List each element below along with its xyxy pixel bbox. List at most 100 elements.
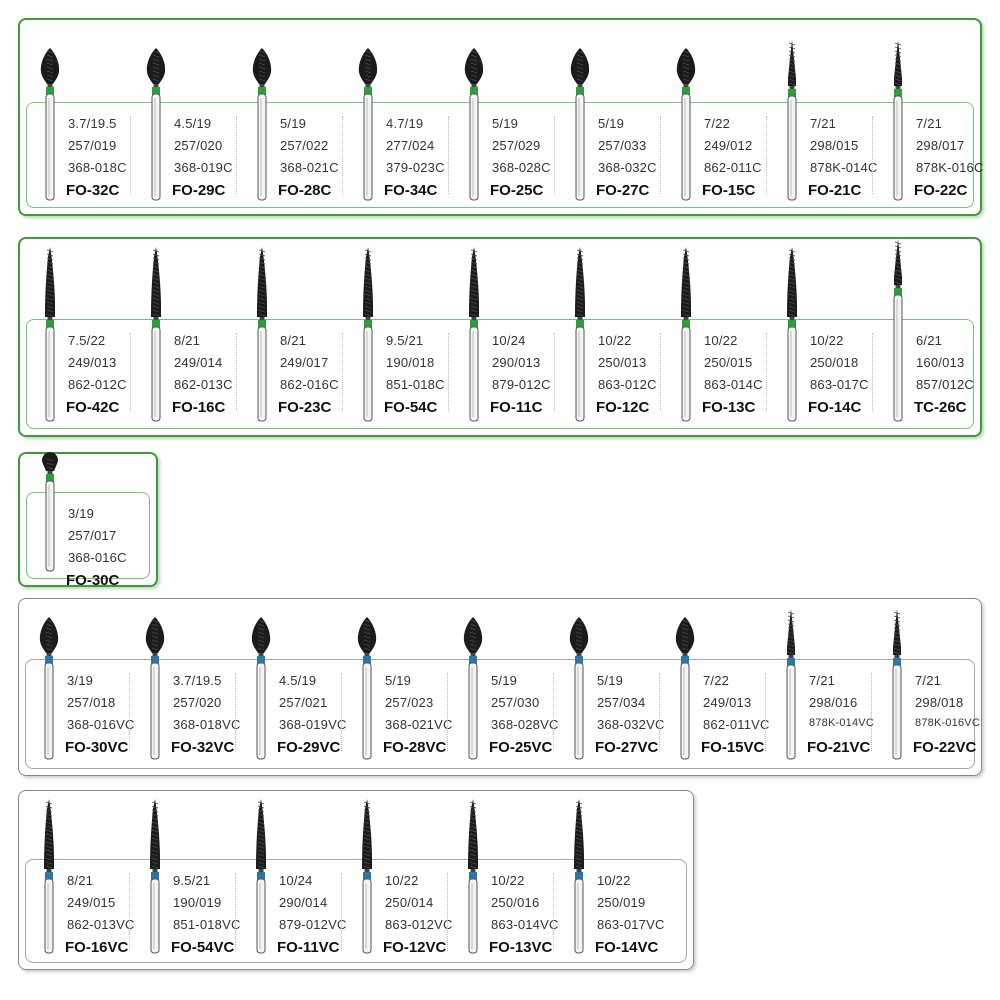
color-band xyxy=(681,656,689,664)
color-band xyxy=(575,656,583,664)
diamond-head xyxy=(468,799,478,869)
spec-iso: 249/014 xyxy=(174,355,223,370)
spec-iso: 249/012 xyxy=(704,138,753,153)
spec-ref: 862-013C xyxy=(174,377,233,392)
spec-ref: 862-011VC xyxy=(703,717,770,732)
shank xyxy=(575,326,585,422)
column-divider xyxy=(660,333,661,411)
label-strip xyxy=(26,492,150,579)
column-divider xyxy=(129,673,130,751)
diamond-head xyxy=(40,48,60,84)
color-band xyxy=(788,320,796,328)
spec-ref: 879-012C xyxy=(492,377,551,392)
spec-ref: 878K-014C xyxy=(810,160,878,175)
diamond-head xyxy=(675,617,695,653)
spec-iso: 190/018 xyxy=(386,355,435,370)
product-code: FO-29VC xyxy=(277,739,341,756)
bur-taper-icon xyxy=(256,799,266,954)
product-code: TC-26C xyxy=(914,399,967,416)
column-divider xyxy=(235,873,236,951)
shank xyxy=(45,480,55,572)
diamond-head xyxy=(42,452,58,471)
spec-ref: 863-014VC xyxy=(491,917,559,932)
spec-ref: 878K-016VC xyxy=(915,717,980,729)
column-divider xyxy=(554,333,555,411)
shank xyxy=(150,878,160,954)
product-code: FO-30C xyxy=(66,572,120,589)
spec-iso: 257/019 xyxy=(68,138,117,153)
column-divider xyxy=(766,333,767,411)
bur-taper-icon xyxy=(363,247,373,422)
diamond-head xyxy=(45,247,55,317)
shank xyxy=(680,662,690,760)
shank xyxy=(257,93,267,201)
spec-iso: 257/033 xyxy=(598,138,647,153)
bur-taper-icon xyxy=(681,247,691,422)
color-band xyxy=(576,87,584,95)
diamond-head xyxy=(256,799,266,869)
spec-size: 7/22 xyxy=(703,673,730,688)
bur-taper-icon xyxy=(257,247,267,422)
shank xyxy=(257,326,267,422)
color-band xyxy=(258,87,266,95)
shank xyxy=(44,662,54,760)
product-code: FO-54C xyxy=(384,399,438,416)
spec-ref: 368-018C xyxy=(68,160,127,175)
column-divider xyxy=(553,673,554,751)
color-band xyxy=(46,320,54,328)
spec-ref: 863-014C xyxy=(704,377,763,392)
spec-ref: 379-023C xyxy=(386,160,445,175)
color-band xyxy=(788,89,796,97)
diamond-head xyxy=(676,48,696,84)
spec-size: 4.7/19 xyxy=(386,116,424,131)
column-divider xyxy=(659,673,660,751)
product-code: FO-28VC xyxy=(383,739,447,756)
spec-size: 8/21 xyxy=(280,333,307,348)
color-band xyxy=(893,658,901,666)
color-band xyxy=(152,87,160,95)
spec-ref: 863-012VC xyxy=(385,917,453,932)
spec-iso: 257/020 xyxy=(174,138,223,153)
bur-flame-icon xyxy=(675,617,695,760)
spec-ref: 862-013VC xyxy=(67,917,135,932)
column-divider xyxy=(129,873,130,951)
column-divider xyxy=(554,116,555,194)
spec-ref: 862-016C xyxy=(280,377,339,392)
spec-size: 3.7/19.5 xyxy=(173,673,222,688)
